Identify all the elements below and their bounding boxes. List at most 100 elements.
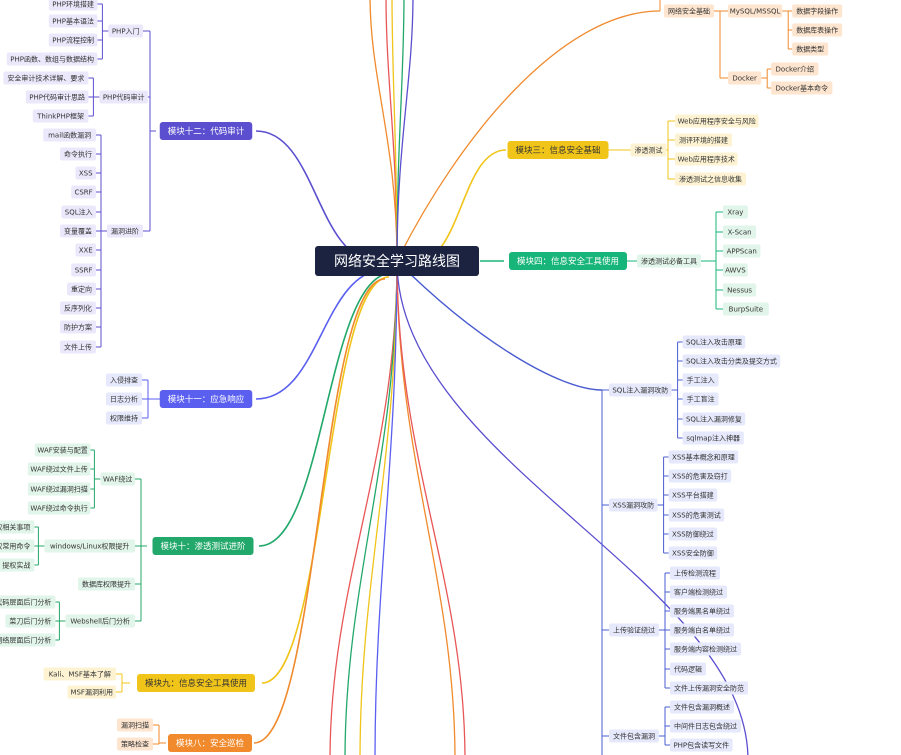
group-node[interactable]: WAF绕过 <box>100 472 135 486</box>
module-3-node[interactable]: 模块三：信息安全基础 <box>507 141 609 159</box>
module-9-node[interactable]: 模块九：信息安全工具使用 <box>137 674 255 692</box>
leaf-node[interactable]: 文件上传漏洞安全防范 <box>670 681 748 695</box>
leaf-node[interactable]: 上传检测流程 <box>670 566 720 580</box>
leaf-node[interactable]: 服务端内容检测绕过 <box>670 642 741 656</box>
group-node[interactable]: windows/Linux权限提升 <box>44 539 135 553</box>
module-8-node[interactable]: 模块八：安全巡检 <box>168 734 252 752</box>
group-node[interactable]: MySQL/MSSQL <box>728 4 783 18</box>
group-node[interactable]: Webshell后门分析 <box>65 614 135 628</box>
leaf-node[interactable]: 权限维持 <box>106 411 142 425</box>
leaf-node[interactable]: SQL注入攻击原理 <box>682 335 746 349</box>
leaf-node[interactable]: MSF漏洞利用 <box>67 685 116 699</box>
leaf-node[interactable]: XSS基本概念和原理 <box>668 450 739 464</box>
leaf-node[interactable]: PHP代码审计思路 <box>25 90 89 104</box>
leaf-node[interactable]: 代码层面后门分析 <box>0 595 56 609</box>
central-topic-node[interactable]: 网络安全学习路线图 <box>315 246 479 276</box>
subtopic-node[interactable]: 网络安全基础 <box>664 4 714 18</box>
leaf-node[interactable]: 重定向 <box>67 282 96 296</box>
leaf-node[interactable]: 入侵排查 <box>106 373 142 387</box>
module-11-node[interactable]: 模块十一：应急响应 <box>159 390 253 408</box>
leaf-node[interactable]: 数据类型 <box>792 42 829 56</box>
leaf-node[interactable]: PHP基本语法 <box>48 14 98 28</box>
group-node[interactable]: 文件包含漏洞 <box>609 729 659 743</box>
leaf-node[interactable]: 渗透测试之信息收集 <box>675 172 746 186</box>
leaf-node[interactable]: 中间件日志包含绕过 <box>670 719 741 733</box>
leaf-node[interactable]: XSS安全防御 <box>668 546 718 560</box>
leaf-node[interactable]: WAF绕过文件上传 <box>27 462 91 476</box>
module-10-node[interactable]: 模块十：渗透测试进阶 <box>152 537 254 555</box>
leaf-node[interactable]: 网络层面后门分析 <box>0 633 56 647</box>
subtopic-node[interactable]: 渗透测试 <box>630 143 667 157</box>
leaf-node[interactable]: CSRF <box>71 185 96 199</box>
leaf-node[interactable]: 数据字段操作 <box>792 4 843 18</box>
leaf-node[interactable]: X-Scan <box>723 225 757 239</box>
leaf-node[interactable]: 服务端白名单绕过 <box>670 623 734 637</box>
leaf-node[interactable]: ThinkPHP框架 <box>32 109 89 123</box>
leaf-node[interactable]: 反序列化 <box>60 301 96 315</box>
leaf-node[interactable]: Docker基本命令 <box>771 81 833 95</box>
leaf-node[interactable]: 日志分析 <box>106 392 142 406</box>
leaf-node[interactable]: XXE <box>75 243 96 257</box>
leaf-node[interactable]: 菜刀后门分析 <box>5 614 56 628</box>
leaf-node[interactable]: mail函数漏洞 <box>43 128 96 142</box>
leaf-node[interactable]: 提权实战 <box>0 558 35 572</box>
group-node[interactable]: XSS漏洞攻防 <box>609 498 658 512</box>
group-node[interactable]: 上传验证绕过 <box>609 623 659 637</box>
leaf-node-label: WAF安装与配置 <box>37 446 87 455</box>
leaf-node[interactable]: Web应用程序技术 <box>675 152 738 166</box>
leaf-node[interactable]: SQL注入攻击分类及提交方式 <box>682 354 781 368</box>
leaf-node[interactable]: SSRF <box>71 263 96 277</box>
leaf-node[interactable]: PHP流程控制 <box>48 33 98 47</box>
leaf-node[interactable]: 提权常用命令 <box>0 539 35 553</box>
leaf-node[interactable]: WAF绕过命令执行 <box>27 501 91 515</box>
leaf-node[interactable]: XSS的危害测试 <box>668 508 725 522</box>
leaf-node[interactable]: WAF绕过漏洞扫描 <box>27 482 91 496</box>
leaf-node[interactable]: XSS的危害及窃打 <box>668 469 732 483</box>
group-node[interactable]: PHP代码审计 <box>99 90 148 104</box>
leaf-node-bg <box>675 152 738 166</box>
leaf-node[interactable]: WAF安装与配置 <box>34 443 91 457</box>
leaf-node[interactable]: XSS防御绕过 <box>668 527 718 541</box>
leaf-node[interactable]: SQL注入漏洞修复 <box>682 412 746 426</box>
leaf-node[interactable]: Docker介绍 <box>771 62 819 76</box>
leaf-node-bg <box>670 700 734 714</box>
leaf-node[interactable]: 手工注入 <box>682 373 719 387</box>
group-node[interactable]: Docker <box>728 71 762 85</box>
leaf-node[interactable]: 命令执行 <box>60 147 96 161</box>
group-node[interactable]: 数据库权限提升 <box>78 577 135 591</box>
module-4-node[interactable]: 模块四：信息安全工具使用 <box>509 252 627 270</box>
leaf-node[interactable]: 漏洞扫描 <box>117 718 153 732</box>
leaf-node[interactable]: PHP环境搭建 <box>48 0 98 11</box>
leaf-node[interactable]: 服务端黑名单绕过 <box>670 604 734 618</box>
leaf-node[interactable]: 数据库表操作 <box>792 23 843 37</box>
subtopic-node[interactable]: 渗透测试必备工具 <box>637 254 701 268</box>
leaf-node[interactable]: 测评环境的搭建 <box>675 133 732 147</box>
leaf-node[interactable]: XSS平台搭建 <box>668 488 718 502</box>
leaf-node[interactable]: sqlmap注入神器 <box>682 431 744 445</box>
leaf-node[interactable]: 文件上传 <box>60 340 96 354</box>
leaf-node[interactable]: PHP函数、数组与数据结构 <box>6 52 98 66</box>
group-node[interactable]: SQL注入漏洞攻防 <box>609 383 672 397</box>
leaf-node[interactable]: AWVS <box>723 263 748 277</box>
leaf-node[interactable]: APPScan <box>723 244 761 258</box>
leaf-node[interactable]: Kali、MSF基本了解 <box>43 667 116 681</box>
group-node[interactable]: 漏洞进阶 <box>107 224 143 238</box>
leaf-node[interactable]: XSS <box>75 166 96 180</box>
leaf-node[interactable]: 客户端检测绕过 <box>670 585 727 599</box>
leaf-node[interactable]: Xray <box>723 205 748 219</box>
leaf-node[interactable]: Web应用程序安全与风险 <box>675 114 759 128</box>
leaf-node[interactable]: 策略检查 <box>117 737 153 751</box>
leaf-node[interactable]: 防护方案 <box>60 320 96 334</box>
module-12-node[interactable]: 模块十二：代码审计 <box>159 122 253 140</box>
leaf-node[interactable]: SQL注入 <box>61 205 96 219</box>
leaf-node[interactable]: BurpSuite <box>723 302 769 316</box>
leaf-node[interactable]: 文件包含漏洞概述 <box>670 700 734 714</box>
leaf-node[interactable]: PHP包含读写文件 <box>670 738 733 752</box>
leaf-node[interactable]: 手工盲注 <box>682 392 719 406</box>
leaf-node[interactable]: 安全审计技术详解、要求 <box>3 71 89 85</box>
leaf-node[interactable]: 提权相关事项 <box>0 520 35 534</box>
leaf-node[interactable]: 变量覆盖 <box>60 224 96 238</box>
leaf-node[interactable]: 代码逻辑 <box>670 662 706 676</box>
group-node[interactable]: PHP入门 <box>108 24 143 38</box>
leaf-node[interactable]: Nessus <box>723 283 757 297</box>
